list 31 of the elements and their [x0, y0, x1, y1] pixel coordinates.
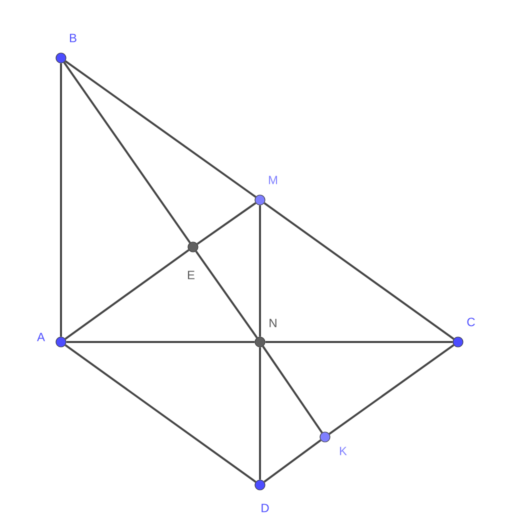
line-segment — [259, 347, 261, 480]
point-label: M — [269, 176, 277, 184]
line-segment — [60, 63, 62, 337]
line-segment — [259, 205, 261, 337]
point-label: K — [340, 446, 347, 456]
point — [320, 432, 330, 442]
line-segment — [265, 341, 453, 343]
point — [188, 242, 198, 252]
line-segment — [196, 202, 256, 245]
point-label: E — [188, 270, 194, 280]
line-segment — [262, 346, 323, 434]
point — [452, 336, 464, 348]
line-segment — [64, 344, 256, 483]
point — [56, 52, 66, 64]
point — [254, 336, 266, 348]
line-segment — [66, 341, 255, 343]
line-segment — [63, 62, 191, 244]
point — [254, 194, 266, 206]
point-label: N — [270, 318, 276, 328]
line-segment — [328, 344, 454, 435]
line-segment — [64, 249, 190, 340]
line-segment — [195, 250, 258, 338]
line-segment — [64, 60, 256, 198]
point-label: A — [37, 332, 45, 342]
point-label: D — [262, 504, 269, 512]
line-segment — [264, 202, 454, 340]
point — [56, 336, 66, 348]
line-segment — [264, 439, 322, 483]
point-label: B — [70, 34, 76, 42]
point — [254, 480, 266, 490]
point-label: C — [467, 318, 475, 326]
